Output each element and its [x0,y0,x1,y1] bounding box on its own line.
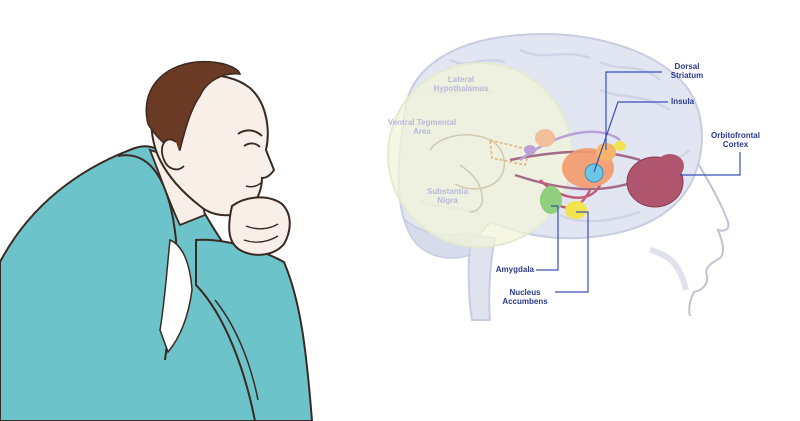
label-orbitofrontal-cortex: Orbitofrontal Cortex [698,131,773,149]
label-line: Amygdala [495,265,534,274]
brain-reward-circuit-illustration [387,33,741,321]
label-line: Dorsal [674,62,700,71]
label-line: Substantia [427,187,468,196]
face-profile [688,149,730,317]
hypothalamus-node [535,129,555,147]
hair [145,60,242,151]
orbitofrontal-region-small [656,154,684,178]
label-line: Area [413,127,431,136]
label-line: Accumbens [502,297,548,306]
label-ventral-tegmental-area: Ventral Tegmental Area [382,118,462,136]
label-line: Lateral [447,75,475,84]
amygdala-region [540,186,562,214]
eyebrow [237,129,263,137]
label-line: Nigra [437,196,458,205]
eye [243,142,261,148]
thinking-man-illustration [0,60,314,421]
ear [161,138,185,171]
nucleus-accumbens-region [565,201,587,219]
brainstem [467,233,497,321]
label-substantia-nigra: Substantia Nigra [420,187,475,205]
vta-node [524,145,536,155]
accumbens-small [614,141,626,151]
label-amygdala: Amygdala [488,265,534,274]
label-dorsal-striatum: Dorsal Striatum [662,62,712,80]
undershirt [159,238,193,354]
label-line: Hypothalamus [433,84,489,93]
label-line: Orbitofrontal [711,131,760,140]
midbrain-detail [429,134,531,213]
label-insula: Insula [671,97,711,106]
label-line: Cortex [722,140,749,149]
dorsal-striatum-node [596,143,616,161]
sleeve-fold [214,299,259,401]
label-line: Insula [671,97,695,106]
label-nucleus-accumbens: Nucleus Accumbens [497,288,553,306]
label-line: Striatum [670,71,704,80]
label-line: Nucleus [509,288,541,297]
insula-node [584,163,604,183]
finger-lines [243,223,279,243]
face-shade [649,247,689,291]
label-line: Ventral Tegmental [387,118,457,127]
hand [228,196,291,256]
leader-lines [536,71,741,293]
label-lateral-hypothalamus: Lateral Hypothalamus [431,75,491,93]
mouth [245,181,263,188]
cerebellum [403,218,471,259]
